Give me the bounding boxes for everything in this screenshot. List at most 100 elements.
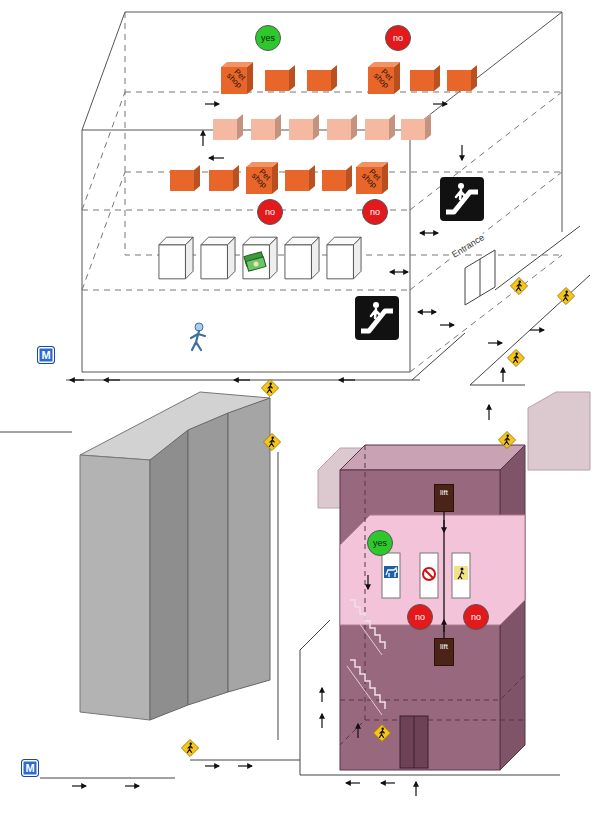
counter-box — [243, 237, 277, 279]
no-entry-icon — [423, 568, 435, 580]
no-entry-icon — [425, 570, 433, 578]
shop-block — [265, 65, 295, 91]
dog-icon — [386, 568, 397, 577]
route-arrow — [502, 368, 503, 382]
shop-block-face — [246, 162, 278, 167]
crossing-sign — [263, 433, 280, 450]
lift-text: lift — [440, 488, 448, 497]
shop-block — [447, 65, 477, 91]
metro-letter: M — [41, 349, 50, 361]
person-sign — [458, 571, 464, 579]
lift-shaft-line — [443, 512, 444, 638]
route-arrow — [390, 271, 408, 272]
shop-block — [285, 165, 315, 191]
lift-text: lift — [440, 642, 448, 651]
metro-sign: M — [21, 759, 39, 777]
shop-block — [322, 165, 352, 191]
status-circle: no — [362, 199, 388, 225]
lift-box: lift — [434, 484, 454, 512]
shop-block-face — [272, 162, 278, 194]
route-arrow — [104, 379, 120, 380]
status-circle: yes — [367, 530, 393, 556]
route-arrow — [125, 785, 139, 786]
route-arrow — [530, 329, 544, 330]
route-arrow — [205, 103, 219, 104]
status-text: no — [370, 207, 380, 217]
entrance-door — [465, 250, 495, 305]
staircase — [347, 606, 382, 715]
shop-block: Pet shop — [221, 62, 253, 94]
status-text: yes — [373, 538, 387, 548]
status-circle: no — [407, 604, 433, 630]
shop-block — [327, 114, 357, 140]
money-icon — [254, 262, 259, 267]
shop-block — [251, 114, 281, 140]
shop-block-face — [382, 162, 388, 194]
route-arrow — [238, 765, 252, 766]
shop-block — [410, 65, 440, 91]
shop-block — [170, 165, 200, 191]
building-outline — [82, 12, 562, 372]
route-arrow — [202, 131, 203, 146]
lift-box: lift — [434, 638, 454, 666]
route-arrow — [357, 724, 358, 738]
route-arrow — [70, 379, 84, 380]
shop-block — [401, 114, 431, 140]
shop-block: Pet shop — [356, 162, 388, 194]
shop-block — [209, 165, 239, 191]
crossing-sign — [498, 431, 515, 448]
route-arrow — [440, 324, 454, 325]
grey-building — [188, 413, 228, 705]
label-holder: Entrance — [449, 241, 487, 251]
escalator-icon — [355, 296, 399, 340]
dog-icon — [384, 566, 398, 578]
shop-block-face — [221, 62, 253, 67]
route-arrow — [420, 232, 438, 233]
route-arrow — [209, 157, 224, 158]
sign-panel — [420, 553, 438, 598]
route-arrow — [205, 765, 219, 766]
street-line — [0, 432, 560, 778]
counter-box — [201, 237, 235, 279]
counter-box — [159, 237, 193, 279]
entrance-door — [480, 259, 481, 296]
status-circle: yes — [255, 25, 281, 51]
crossing-sign — [507, 349, 524, 366]
shop-block — [213, 114, 243, 140]
status-circle: no — [257, 199, 283, 225]
status-text: no — [265, 207, 275, 217]
route-arrow — [488, 342, 502, 343]
crossing-sign — [181, 739, 198, 756]
metro-letter: M — [25, 762, 34, 774]
status-text: no — [393, 33, 403, 43]
status-text: yes — [261, 33, 275, 43]
pink-building — [340, 445, 525, 470]
crossing-sign — [510, 277, 527, 294]
status-circle: no — [385, 25, 411, 51]
shop-block-face — [247, 62, 253, 94]
sign-panel — [382, 553, 400, 598]
route-arrow — [367, 575, 368, 589]
pink-floor — [340, 515, 525, 625]
route-arrow — [72, 785, 86, 786]
floor-line — [82, 12, 562, 372]
street-line — [66, 226, 590, 385]
route-arrow — [433, 103, 447, 104]
status-text: no — [471, 612, 481, 622]
route-arrow — [381, 782, 395, 783]
crossing-sign — [261, 379, 278, 396]
route-arrow — [418, 311, 436, 312]
shop-block: Pet shop — [246, 162, 278, 194]
shop-block — [365, 114, 395, 140]
route-arrow — [415, 782, 416, 796]
person-icon — [195, 323, 203, 331]
shop-block-face — [394, 62, 400, 94]
route-arrow — [234, 379, 250, 380]
floor-line — [340, 445, 525, 745]
route-arrow — [321, 688, 322, 702]
crossing-sign — [373, 724, 390, 741]
status-circle: no — [463, 604, 489, 630]
